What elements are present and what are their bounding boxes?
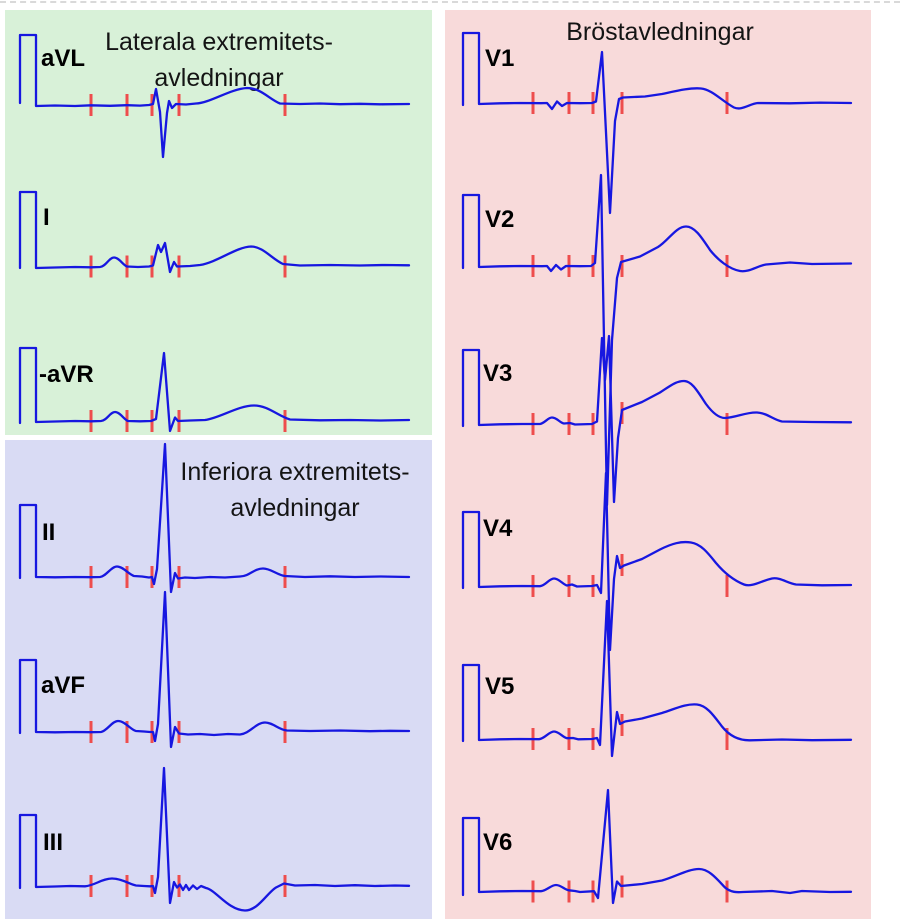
panel-inferior-limb-leads: Inferiora extremitets- avledningar II aVF… bbox=[5, 440, 432, 919]
lead-label-V4: V4 bbox=[483, 515, 513, 542]
lead-label-V6: V6 bbox=[483, 829, 513, 856]
panel-title-inferior: Inferiora extremitets- avledningar bbox=[180, 454, 409, 526]
lead-label-V3: V3 bbox=[483, 360, 513, 387]
lead-label--aVR: -aVR bbox=[39, 361, 94, 388]
panel-title-line: avledningar bbox=[230, 494, 360, 522]
lead-label-II: II bbox=[42, 519, 56, 546]
lead-label-V5: V5 bbox=[485, 673, 515, 700]
lead-label-aVL: aVL bbox=[41, 45, 86, 72]
panel-title-chest: Bröstavledningar bbox=[566, 14, 754, 50]
lead-label-I: I bbox=[43, 204, 50, 231]
panel-title-line: Laterala extremitets- bbox=[105, 28, 333, 56]
panel-title-line: Inferiora extremitets- bbox=[180, 458, 410, 486]
lead-label-V1: V1 bbox=[485, 45, 515, 72]
lead-label-V2: V2 bbox=[485, 206, 515, 233]
panel-title-line: Bröstavledningar bbox=[566, 18, 754, 46]
top-edge-artifact bbox=[0, 1, 900, 3]
lead-label-III: III bbox=[43, 829, 64, 856]
panel-title-lateral: Laterala extremitets- avledningar bbox=[105, 24, 333, 96]
panel-lateral-limb-leads: Laterala extremitets- avledningar aVL I -a… bbox=[5, 10, 432, 435]
panel-title-line: avledningar bbox=[154, 64, 284, 92]
lead-label-aVF: aVF bbox=[41, 672, 86, 699]
